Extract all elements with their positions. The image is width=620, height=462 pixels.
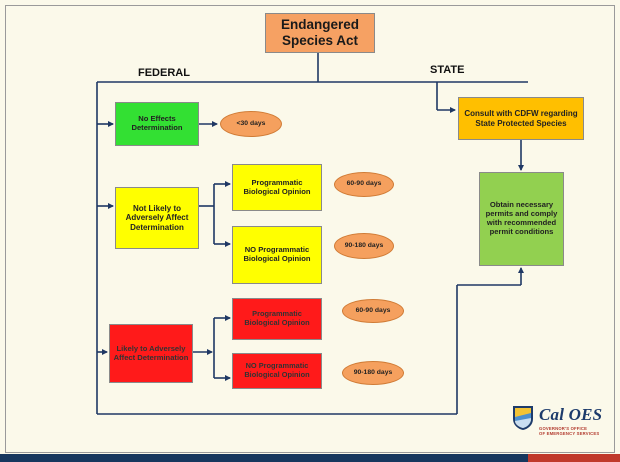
logo-subtitle-line2: OF EMERGENCY SERVICES: [539, 431, 600, 437]
cal-oes-logo: Cal OES GOVERNOR'S OFFICE OF EMERGENCY S…: [512, 404, 612, 438]
nl-programmatic-timeline: 60-90 days: [334, 172, 394, 197]
title-endangered-species-act: Endangered Species Act: [265, 13, 375, 53]
l-no-programmatic-timeline: 90-180 days: [342, 361, 404, 385]
nl-programmatic-box: Programmatic Biological Opinion: [232, 164, 322, 211]
state-consult-box: Consult with CDFW regarding State Protec…: [458, 97, 584, 140]
footer-accent: [528, 454, 620, 462]
footer-bar: [0, 454, 620, 462]
federal-label: FEDERAL: [138, 67, 190, 79]
not-likely-box: Not Likely to Adversely Affect Determina…: [115, 187, 199, 249]
logo-name: Cal OES: [539, 405, 603, 424]
no-effects-box: No Effects Determination: [115, 102, 199, 146]
likely-box: Likely to Adversely Affect Determination: [109, 324, 193, 383]
state-label: STATE: [430, 64, 465, 76]
state-permits-box: Obtain necessary permits and comply with…: [479, 172, 564, 266]
l-programmatic-timeline: 60-90 days: [342, 299, 404, 323]
seal-icon: [513, 406, 533, 430]
logo-subtitle-line1: GOVERNOR'S OFFICE: [539, 426, 588, 431]
l-no-programmatic-box: NO Programmatic Biological Opinion: [232, 353, 322, 389]
logo-subtitle: GOVERNOR'S OFFICE OF EMERGENCY SERVICES: [539, 426, 599, 436]
slide-frame: [5, 5, 615, 453]
no-effects-timeline: <30 days: [220, 111, 282, 137]
l-programmatic-box: Programmatic Biological Opinion: [232, 298, 322, 340]
nl-no-programmatic-timeline: 90-180 days: [334, 233, 394, 259]
nl-no-programmatic-box: NO Programmatic Biological Opinion: [232, 226, 322, 284]
